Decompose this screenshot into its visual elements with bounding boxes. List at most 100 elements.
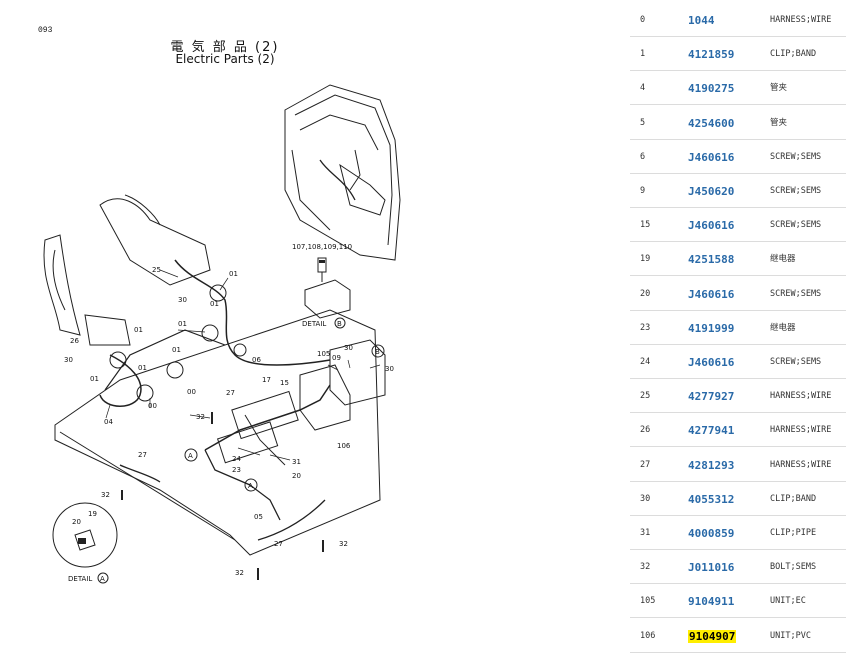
part-number-link[interactable]: 4055312 [688,483,734,516]
part-ref-number: 106 [640,631,656,641]
part-row: 6 J460616 SCREW;SEMS [630,141,846,174]
part-ref-number: 6 [640,152,646,162]
part-ref-number: 5 [640,118,646,128]
part-row: 31 4000859 CLIP;PIPE [630,517,846,550]
part-number-link[interactable]: 4000859 [688,517,734,550]
part-description: HARNESS;WIRE [770,425,832,435]
part-row: 26 4277941 HARNESS;WIRE [630,414,846,447]
callout-b: B [375,348,380,356]
part-row: 5 4254600 管夹 [630,107,846,140]
part-number-link[interactable]: 4191999 [688,312,734,345]
part-description: SCREW;SEMS [770,357,822,367]
callout-00: 00 [187,388,196,396]
part-number-link[interactable]: J460616 [688,141,734,174]
callout-04: 04 [104,418,113,426]
part-ref-number: 30 [640,494,651,504]
callout-32: 32 [101,491,110,499]
part-ref-number: 4 [640,83,646,93]
part-number-link[interactable]: J011016 [688,551,734,584]
part-number-text: 1044 [688,14,715,27]
part-number-link[interactable]: 9104911 [688,585,734,618]
part-number-text: J460616 [688,219,735,232]
part-row: 20 J460616 SCREW;SEMS [630,278,846,311]
part-ref-number: 32 [640,562,651,572]
part-ref-number: 1 [640,49,646,59]
part-description: BOLT;SEMS [770,562,817,572]
part-number-text: 4191999 [688,322,735,335]
part-row: 32 J011016 BOLT;SEMS [630,551,846,584]
part-description: SCREW;SEMS [770,186,822,196]
callout-01: 01 [134,326,143,334]
detail-a-letter: A [100,575,105,583]
part-description: CLIP;BAND [770,49,817,59]
callout-06: 06 [252,356,261,364]
part-number-link[interactable]: 4277927 [688,380,734,413]
part-number-text: 4254600 [688,117,735,130]
part-number-link[interactable]: J450620 [688,175,734,208]
part-ref-number: 20 [640,289,651,299]
part-number-link[interactable]: J460616 [688,209,734,242]
part-number-text: 9104907 [688,630,737,643]
part-row: 4 4190275 管夹 [630,72,846,105]
callout-30: 30 [344,344,353,352]
part-description: CLIP;BAND [770,494,817,504]
part-number-link[interactable]: 4121859 [688,38,734,71]
part-ref-number: 15 [640,220,651,230]
callout-25: 25 [152,266,161,274]
part-description: 管夹 [770,83,788,93]
callout-15: 15 [280,379,289,387]
part-description: CLIP;PIPE [770,528,817,538]
part-number-link[interactable]: J460616 [688,346,734,379]
part-row: 19 4251588 继电器 [630,243,846,276]
part-description: SCREW;SEMS [770,152,822,162]
part-number-text: 4190275 [688,82,735,95]
callout-32: 32 [339,540,348,548]
part-description: HARNESS;WIRE [770,15,832,25]
part-number-link[interactable]: 1044 [688,4,715,37]
part-number-text: J450620 [688,185,735,198]
part-description: UNIT;EC [770,596,806,606]
callout-05: 05 [254,513,263,521]
callout-01: 01 [138,364,147,372]
part-number-link[interactable]: 4190275 [688,72,734,105]
callout-27: 27 [226,389,235,397]
callout-01: 01 [210,300,219,308]
callout-a: A [188,452,193,460]
part-number-link[interactable]: 4281293 [688,449,734,482]
detail-b-label: DETAIL [302,320,327,328]
callout-00: 00 [148,402,157,410]
diagram-title-english: Electric Parts (2) [175,52,275,66]
part-ref-number: 31 [640,528,651,538]
part-number-link[interactable]: J460616 [688,278,734,311]
diagram-title-japanese: 電 気 部 品 (2) [170,40,280,55]
diagram-drawing [43,84,401,584]
part-description: SCREW;SEMS [770,220,822,230]
part-number-link[interactable]: 9104907 [688,620,737,653]
part-number-link[interactable]: 4251588 [688,243,734,276]
part-description: 继电器 [770,254,796,264]
part-ref-number: 26 [640,425,651,435]
detail-a-label: DETAIL [68,575,93,583]
callout-30: 30 [64,356,73,364]
callout-01: 01 [178,320,187,328]
part-description: SCREW;SEMS [770,289,822,299]
part-number-link[interactable]: 4254600 [688,107,734,140]
part-number-text: J460616 [688,151,735,164]
callout-23: 23 [232,466,241,474]
part-description: 管夹 [770,118,788,128]
callout-a: A [248,482,253,490]
part-ref-number: 23 [640,323,651,333]
part-ref-number: 19 [640,254,651,264]
callout-31: 31 [292,458,301,466]
callout-19: 19 [88,510,97,518]
part-row: 15 J460616 SCREW;SEMS [630,209,846,242]
part-number-link[interactable]: 4277941 [688,414,734,447]
callout-24: 24 [232,455,241,463]
exploded-parts-diagram: 093 電 気 部 品 (2) Electric Parts (2) [38,26,401,584]
